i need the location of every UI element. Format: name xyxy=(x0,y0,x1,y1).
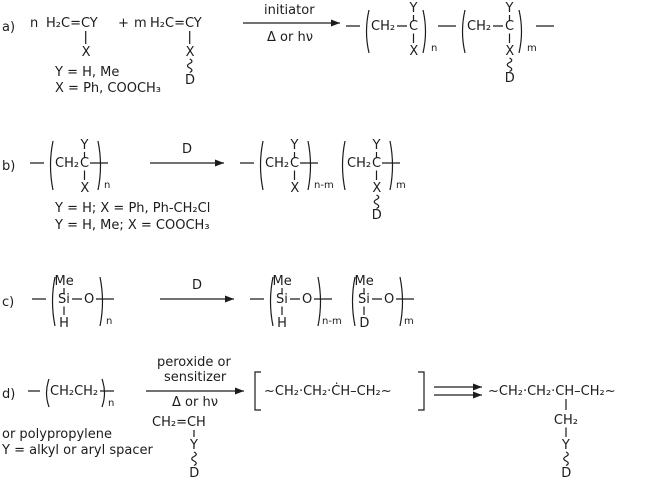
reaction-a-label: a) xyxy=(2,20,15,35)
deuterium-label: D xyxy=(372,208,382,223)
backbone-carbon: C xyxy=(409,19,418,34)
legend-line: X = Ph, COOCH₃ xyxy=(55,81,161,96)
plus-sign: + xyxy=(118,16,129,31)
deuterium-label: D xyxy=(185,73,195,88)
substituent-y: Y xyxy=(372,138,381,153)
legend-line: Y = H, Me; X = COOCH₃ xyxy=(54,218,210,233)
oxygen-atom: O xyxy=(84,292,94,307)
repeat-unit-ch2: CH₂ xyxy=(371,19,395,34)
legend-line: Y = H; X = Ph, Ph-CH₂Cl xyxy=(54,201,210,216)
condition-above-arrow: D xyxy=(192,278,202,293)
hydrogen-atom: H xyxy=(59,316,69,331)
subscript-n: n xyxy=(108,398,114,409)
substituent-y: Y xyxy=(290,138,299,153)
substituent-y: Y xyxy=(409,1,418,16)
substituent-x: X xyxy=(290,181,299,196)
squiggle-bond xyxy=(373,194,380,210)
reaction-d-label: d) xyxy=(2,387,15,402)
condition-below-arrow: Δ or hν xyxy=(267,30,313,45)
substituent-x: X xyxy=(186,45,195,60)
repeat-unit-parentheses xyxy=(51,276,404,327)
substituent-y: Y xyxy=(505,1,514,16)
legend-line: or polypropylene xyxy=(2,427,112,442)
bond-lines xyxy=(30,152,400,180)
vinyl-monomer: CH₂=CH xyxy=(152,415,206,430)
substituent-x: X xyxy=(505,44,514,59)
deuterium-label: D xyxy=(561,466,571,481)
subscript-m: m xyxy=(404,316,414,327)
reaction-c-label: c) xyxy=(2,295,14,310)
squiggle-bond xyxy=(191,451,569,467)
bond-lines xyxy=(85,15,554,44)
subscript-n-minus-m: n-m xyxy=(322,316,342,327)
legend-line: Y = alkyl or aryl spacer xyxy=(1,443,153,458)
subscript-n: n xyxy=(431,43,437,54)
condition-above-arrow: sensitizer xyxy=(164,370,227,385)
branch-ch2: CH₂ xyxy=(554,413,578,428)
reaction-d: d) CH₂CH₂ n peroxide or sensitizer Δ or … xyxy=(1,355,616,481)
radical-intermediate: ~CH₂·CH₂·ĊH–CH₂~ xyxy=(264,382,392,399)
repeat-unit-parentheses xyxy=(365,9,523,54)
repeat-unit-parentheses xyxy=(49,140,394,191)
backbone-carbon: C xyxy=(290,156,299,171)
deuterium-label: D xyxy=(359,316,369,331)
spacer-y: Y xyxy=(189,438,198,453)
condition-above-arrow: initiator xyxy=(264,3,315,18)
polyethylene-unit: CH₂CH₂ xyxy=(50,384,98,399)
reaction-b-label: b) xyxy=(2,159,15,174)
methyl-group: Me xyxy=(55,274,74,289)
substituent-y: Y xyxy=(80,138,89,153)
condition-above-arrow: D xyxy=(182,142,192,157)
monomer-formula: H₂C=CY xyxy=(150,16,202,31)
repeat-unit-ch2: CH₂ xyxy=(347,156,371,171)
backbone-carbon: C xyxy=(80,156,89,171)
subscript-n-minus-m: n-m xyxy=(314,180,334,191)
hydrogen-atom: H xyxy=(277,316,287,331)
oxygen-atom: O xyxy=(384,292,394,307)
repeat-unit-parentheses xyxy=(45,378,106,408)
legend-line: Y = H, Me xyxy=(54,65,119,80)
squiggle-bond xyxy=(186,57,513,74)
backbone-carbon: C xyxy=(372,156,381,171)
spacer-y: Y xyxy=(561,438,570,453)
reaction-c: c) Si Me H O n D Si Me H O n-m Si Me D O… xyxy=(2,274,414,331)
silicon-atom: Si xyxy=(358,292,370,307)
grafted-product-chain: ~CH₂·CH₂·CH–CH₂~ xyxy=(488,384,616,399)
subscript-m: m xyxy=(396,180,406,191)
condition-above-arrow: peroxide or xyxy=(157,355,232,370)
substituent-x: X xyxy=(372,181,381,196)
bond-lines xyxy=(28,390,567,437)
methyl-group: Me xyxy=(273,274,292,289)
subscript-n: n xyxy=(106,316,112,327)
intermediate-brackets xyxy=(254,371,425,411)
deuterium-label: D xyxy=(505,71,515,86)
substituent-x: X xyxy=(80,181,89,196)
coefficient-n: n xyxy=(30,16,38,31)
reaction-b: b) CH₂ C Y X n D CH₂ C Y X n-m CH₂ C Y X… xyxy=(2,138,406,233)
subscript-m: m xyxy=(527,43,537,54)
silicon-atom: Si xyxy=(58,292,70,307)
repeat-unit-ch2: CH₂ xyxy=(55,156,79,171)
silicon-atom: Si xyxy=(276,292,288,307)
coefficient-m: m xyxy=(134,16,147,31)
backbone-carbon: C xyxy=(505,19,514,34)
methyl-group: Me xyxy=(355,274,374,289)
substituent-x: X xyxy=(409,44,418,59)
monomer-formula: H₂C=CY xyxy=(46,16,98,31)
repeat-unit-ch2: CH₂ xyxy=(265,156,289,171)
reaction-a: a) n H₂C=CY X + m H₂C=CY X D initiator Δ… xyxy=(2,1,554,96)
oxygen-atom: O xyxy=(302,292,312,307)
condition-below-arrow: Δ or hν xyxy=(172,395,218,410)
deuterium-label: D xyxy=(189,466,199,481)
bond-lines xyxy=(32,288,414,315)
subscript-n: n xyxy=(104,180,110,191)
substituent-x: X xyxy=(82,45,91,60)
repeat-unit-ch2: CH₂ xyxy=(467,19,491,34)
